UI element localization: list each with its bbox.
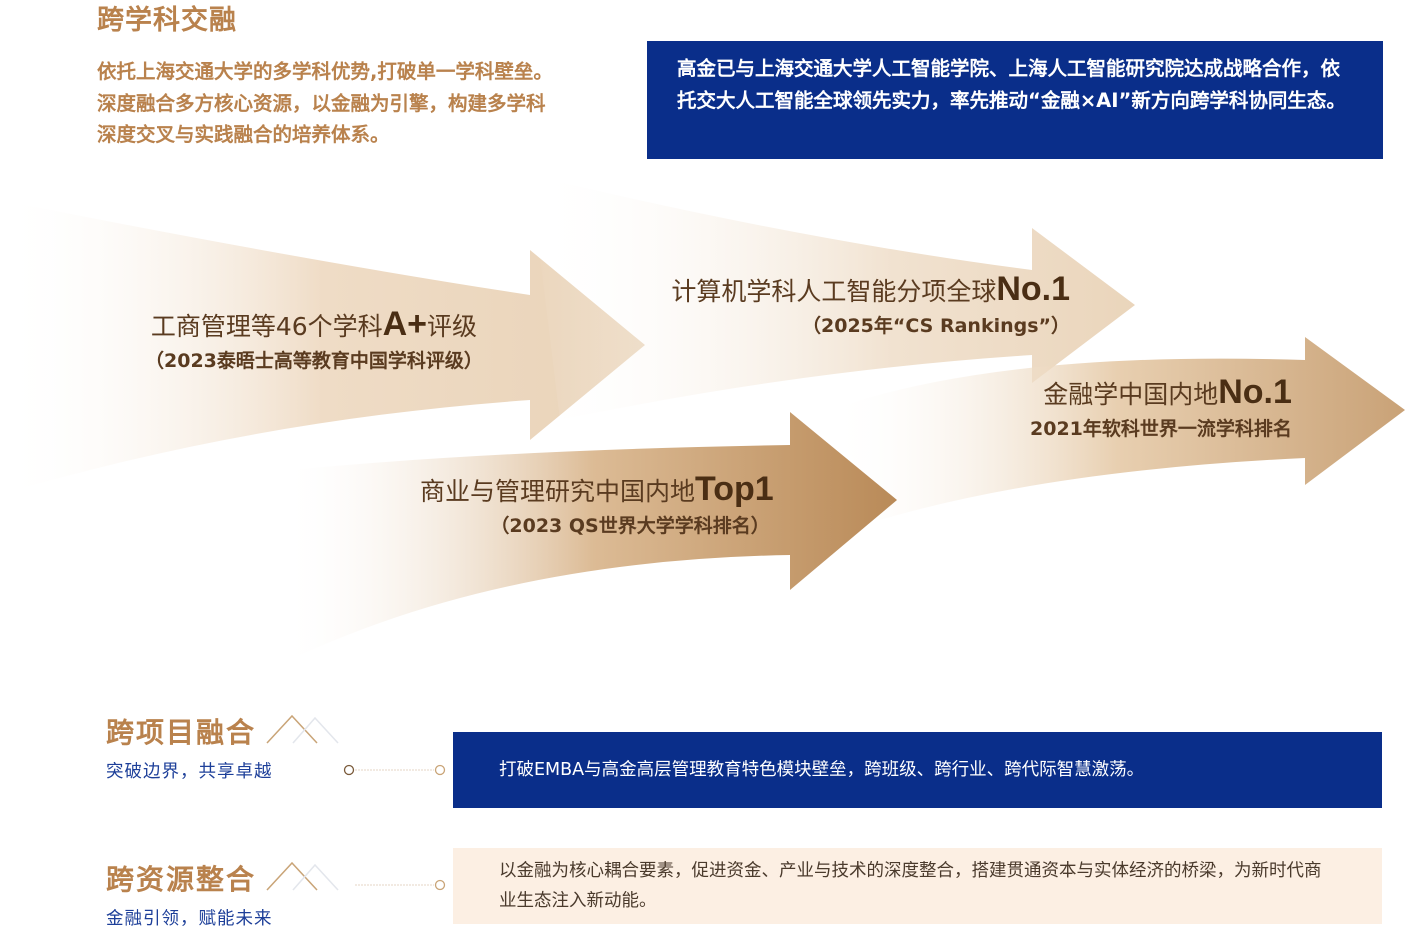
mountain-icon <box>266 861 339 891</box>
connector-line <box>343 764 446 776</box>
achievement-3: 金融学中国内地No.1 2021年软科世界一流学科排名 <box>1030 373 1292 441</box>
section-title: 跨资源整合 <box>106 863 257 896</box>
label: 金融学中国内地 <box>1043 380 1219 409</box>
section-subtitle: 金融引领，赋能未来 <box>106 909 273 929</box>
intro-line: 深度交叉与实践融合的培养体系。 <box>97 123 390 146</box>
arrow-3 <box>830 337 1405 520</box>
section-subtitle: 突破边界，共享卓越 <box>106 762 273 782</box>
arrow-4 <box>290 412 897 660</box>
source: （2023泰晤士高等教育中国学科评级） <box>145 350 483 372</box>
section-text-box: 打破EMBA与高金高层管理教育特色模块壁垒，跨班级、跨行业、跨代际智慧激荡。 <box>453 732 1382 808</box>
achievement-1: 工商管理等46个学科A+评级 （2023泰晤士高等教育中国学科评级） <box>145 305 483 373</box>
mountain-icon <box>266 714 339 744</box>
source: （2023 QS世界大学学科排名） <box>490 515 770 537</box>
intro-line: 深度融合多方核心资源，以金融为引擎，构建多学科 <box>97 91 546 115</box>
label: 评级 <box>427 312 478 341</box>
section-title: 跨学科交融 <box>97 5 237 36</box>
source: （2025年“CS Rankings”） <box>802 315 1071 337</box>
intro-text: 依托上海交通大学的多学科优势,打破单一学科壁垒。 深度融合多方核心资源，以金融为… <box>97 56 637 151</box>
achievement-2: 计算机学科人工智能分项全球No.1 （2025年“CS Rankings”） <box>612 270 1070 338</box>
arrow-1 <box>0 200 645 495</box>
label: 计算机学科人工智能分项全球 <box>671 277 997 306</box>
label: 工商管理等46个学科 <box>150 312 383 341</box>
emphasis: No.1 <box>996 270 1071 308</box>
achievement-4: 商业与管理研究中国内地Top1 （2023 QS世界大学学科排名） <box>420 470 774 538</box>
emphasis: A+ <box>382 305 428 343</box>
intro-line: 依托上海交通大学的多学科优势,打破单一学科壁垒。 <box>97 60 553 83</box>
arrow-2 <box>530 175 1135 420</box>
section-title: 跨项目融合 <box>106 716 257 749</box>
emphasis: Top1 <box>695 470 774 508</box>
label: 商业与管理研究中国内地 <box>420 477 696 506</box>
source: 2021年软科世界一流学科排名 <box>1030 418 1292 440</box>
arrows-graphic <box>0 175 1405 660</box>
emphasis: No.1 <box>1218 373 1292 411</box>
connector-line <box>355 879 446 891</box>
section-text-box: 以金融为核心耦合要素，促进资金、产业与技术的深度整合，搭建贯通资本与实体经济的桥… <box>453 848 1382 924</box>
highlight-box: 高金已与上海交通大学人工智能学院、上海人工智能研究院达成战略合作，依托交大人工智… <box>647 41 1383 159</box>
